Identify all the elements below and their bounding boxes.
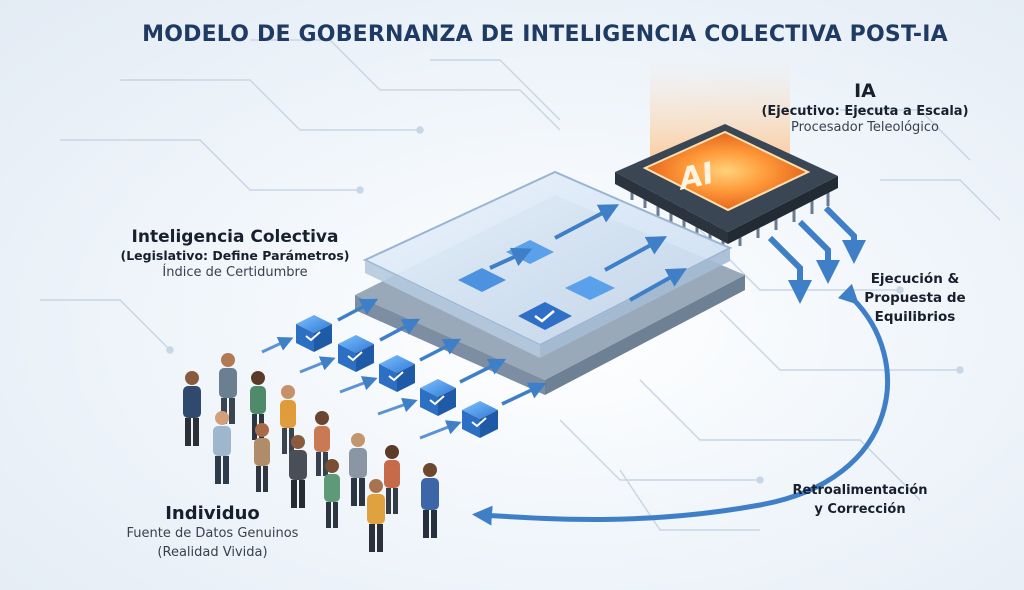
ai-chip: AI [615,124,838,246]
ejecucion-label: Ejecución & Propuesta de Equilibrios [840,270,990,327]
collective-note: Índice de Certidumbre [162,265,308,280]
ejecucion-line1: Ejecución & [870,271,960,287]
ia-label: IA (Ejecutivo: Ejecuta a Escala) Procesa… [745,80,985,135]
ia-subheading: (Ejecutivo: Ejecuta a Escala) [761,104,969,119]
chip-label: AI [679,156,714,198]
individuo-heading: Individuo [165,503,260,524]
ia-heading: IA [854,80,876,102]
individuo-note-line2: (Realidad Vivida) [157,545,268,560]
retroalimentacion-label: Retroalimentación y Corrección [780,481,940,519]
diagram-title: MODELO DE GOBERNANZA DE INTELIGENCIA COL… [142,22,948,47]
collective-subheading: (Legislativo: Define Parámetros) [120,248,350,263]
people-crowd [183,353,439,552]
retro-line2: y Corrección [814,502,906,517]
ejecucion-line3: Equilibrios [874,309,956,325]
individuo-label: Individuo Fuente de Datos Genuinos (Real… [95,503,330,562]
collective-heading: Inteligencia Colectiva [131,227,339,247]
retro-line1: Retroalimentación [792,483,928,498]
individuo-note-line1: Fuente de Datos Genuinos [126,526,299,541]
collective-intelligence-label: Inteligencia Colectiva (Legislativo: Def… [100,227,370,280]
feedback-arrow [472,283,891,526]
people-to-cube-arrows [261,336,462,440]
ejecucion-line2: Propuesta de [864,290,966,306]
ia-note: Procesador Teleológico [790,120,939,135]
